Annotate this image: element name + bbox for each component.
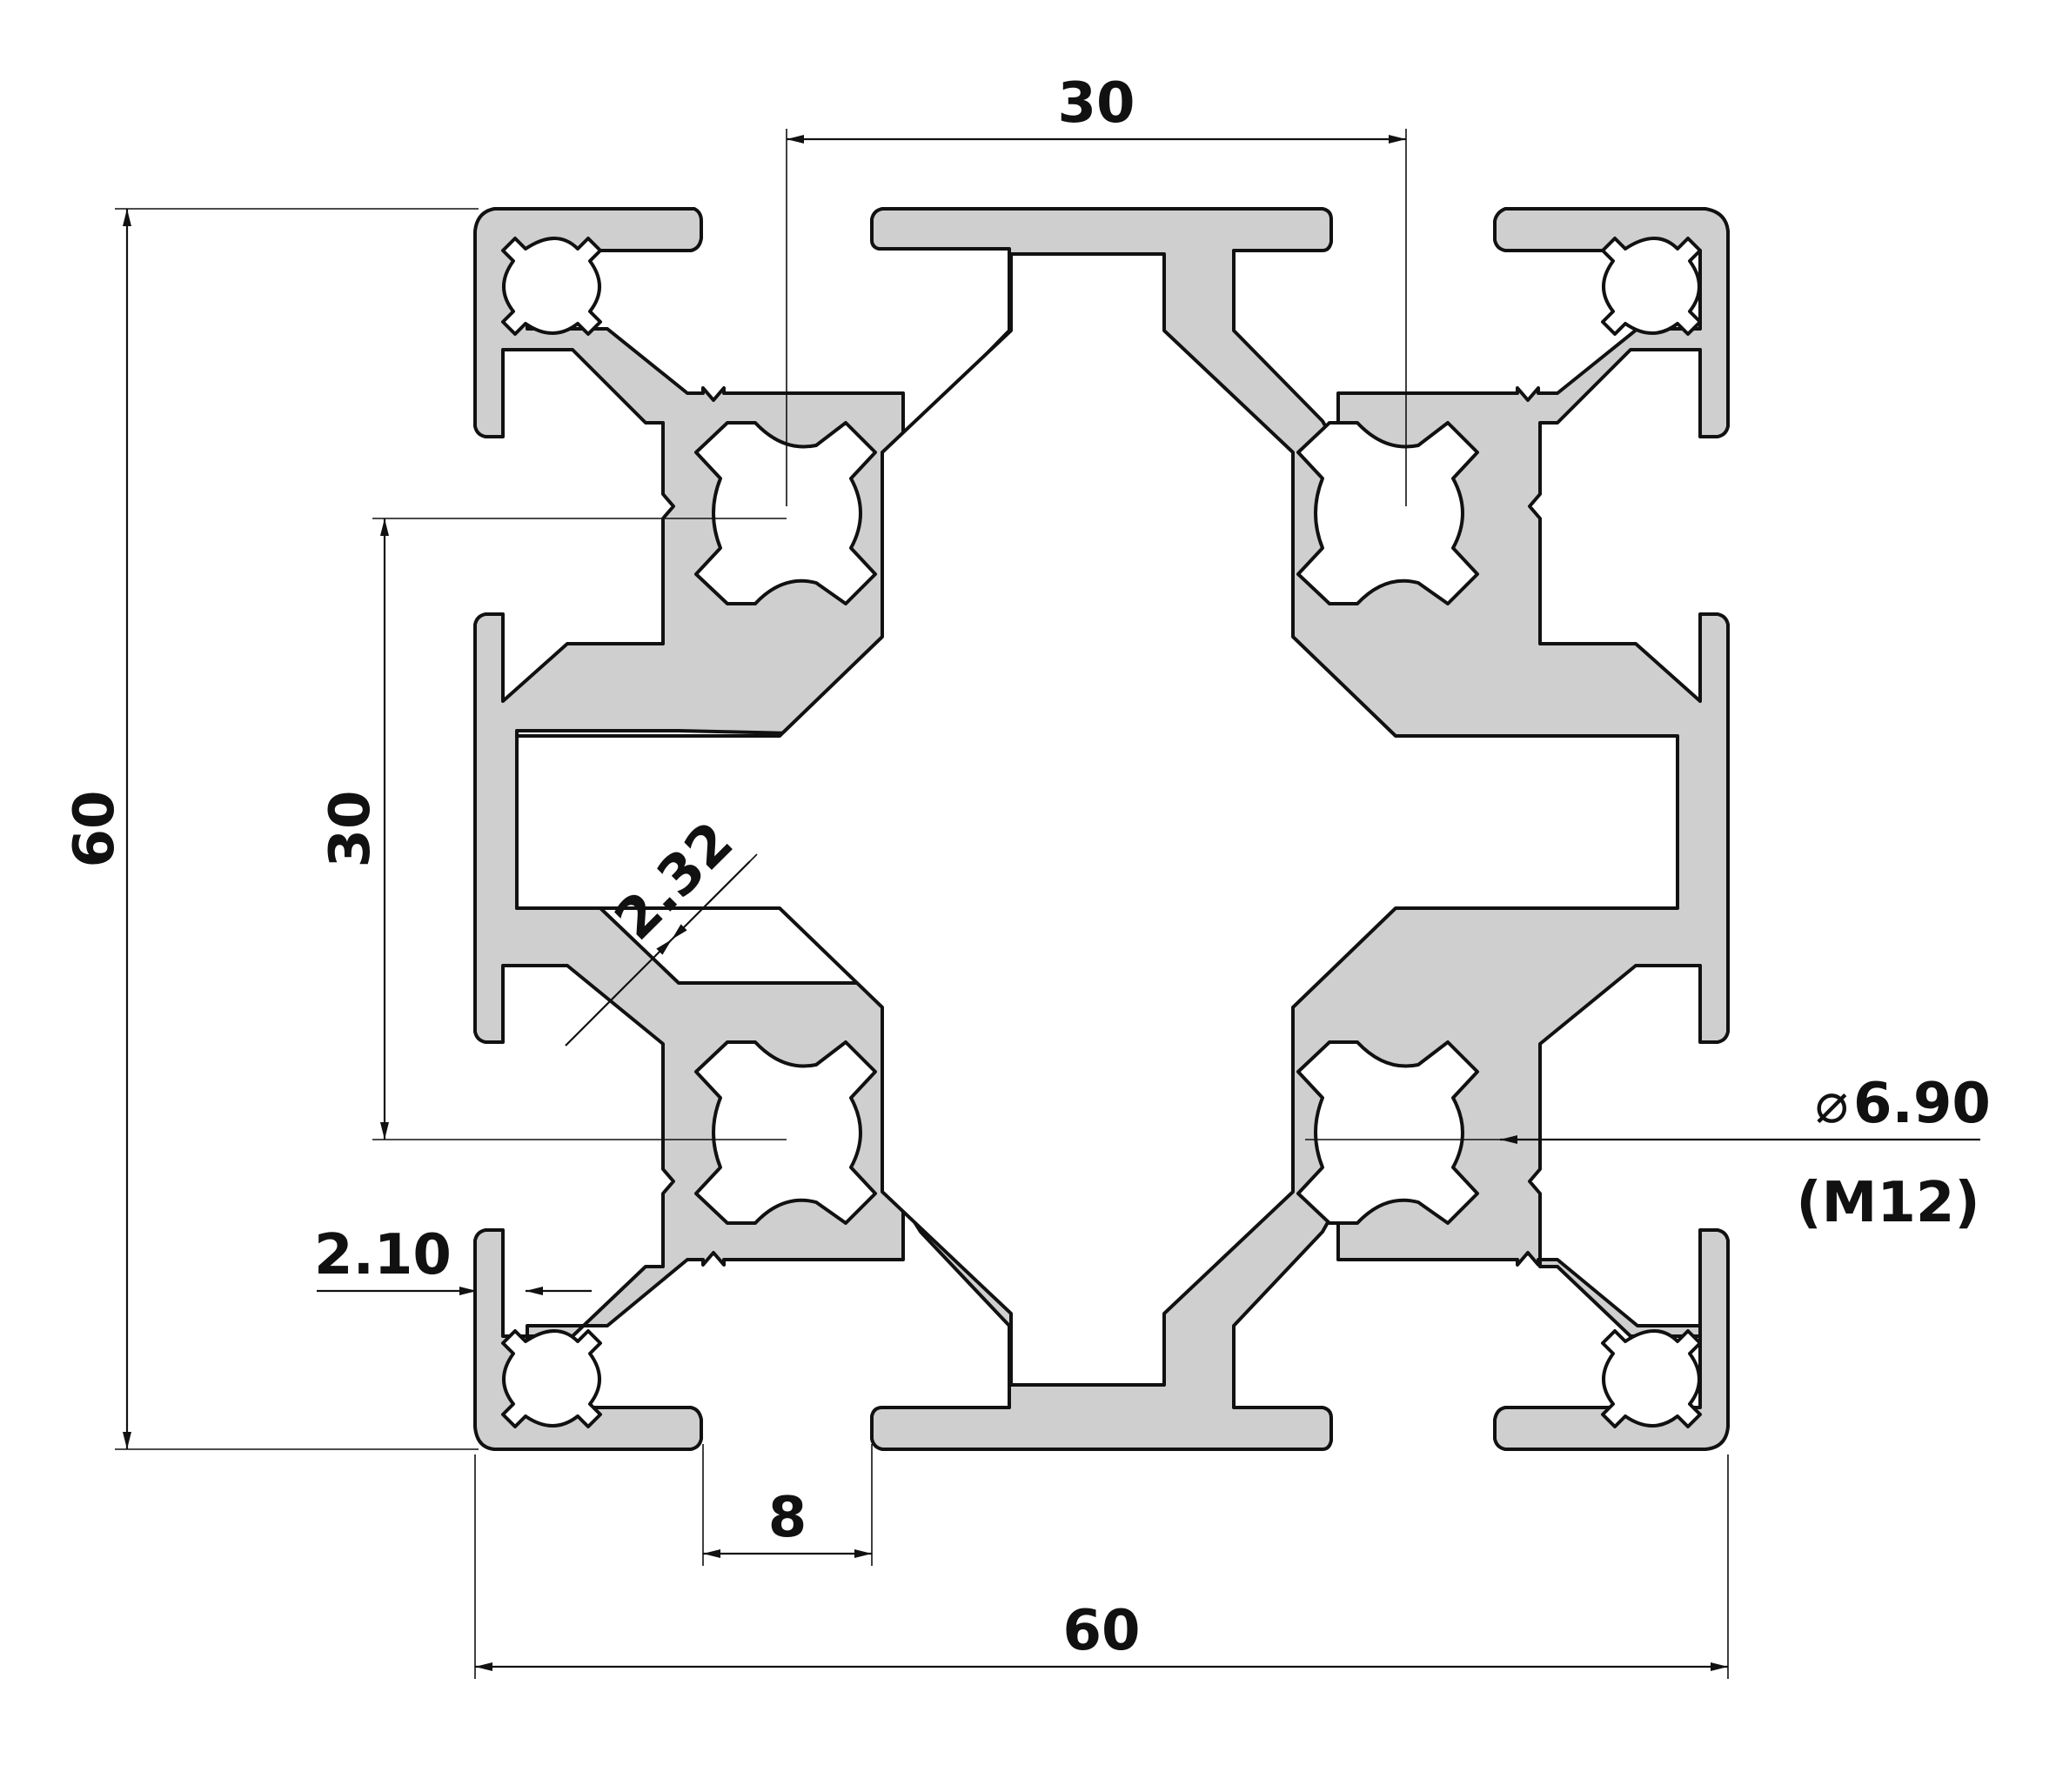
diameter-symbol: ⌀ [1815, 1072, 1849, 1136]
corner-hole-top-left [501, 237, 602, 336]
left-slot-pitch-label: 30 [318, 790, 383, 867]
dimension-overall-height: 60 [63, 208, 479, 1450]
core-bore-thread-label: (M12) [1796, 1171, 1979, 1235]
core-bore-bottom-left [694, 1040, 877, 1225]
overall-width-label: 60 [1062, 1599, 1140, 1663]
core-bore-top-right [1296, 421, 1479, 605]
top-slot-pitch-label: 30 [1057, 71, 1135, 136]
flange-thickness-label: 2.10 [314, 1223, 452, 1287]
overall-height-label: 60 [63, 790, 127, 867]
corner-hole-top-right [1601, 237, 1702, 336]
aluminium-profile [473, 207, 1730, 1451]
core-bore-bottom-right [1296, 1040, 1479, 1225]
dimension-overall-width: 60 [474, 1454, 1729, 1679]
core-bore-top-left [694, 421, 877, 605]
core-bore-diameter-label: 6.90 [1853, 1072, 1991, 1136]
slot-opening-label: 8 [768, 1486, 807, 1550]
dimension-flange-thickness: 2.10 [314, 1223, 592, 1295]
corner-hole-bottom-right [1601, 1329, 1702, 1428]
central-cavity [515, 252, 1679, 1387]
dimension-slot-opening: 8 [702, 1444, 873, 1566]
dimension-top-slot-pitch: 30 [786, 71, 1407, 506]
corner-hole-bottom-left [501, 1329, 602, 1428]
dimension-core-bore: ⌀ 6.90 (M12) [1305, 1072, 1991, 1235]
dimension-left-slot-pitch: 30 [318, 518, 787, 1140]
